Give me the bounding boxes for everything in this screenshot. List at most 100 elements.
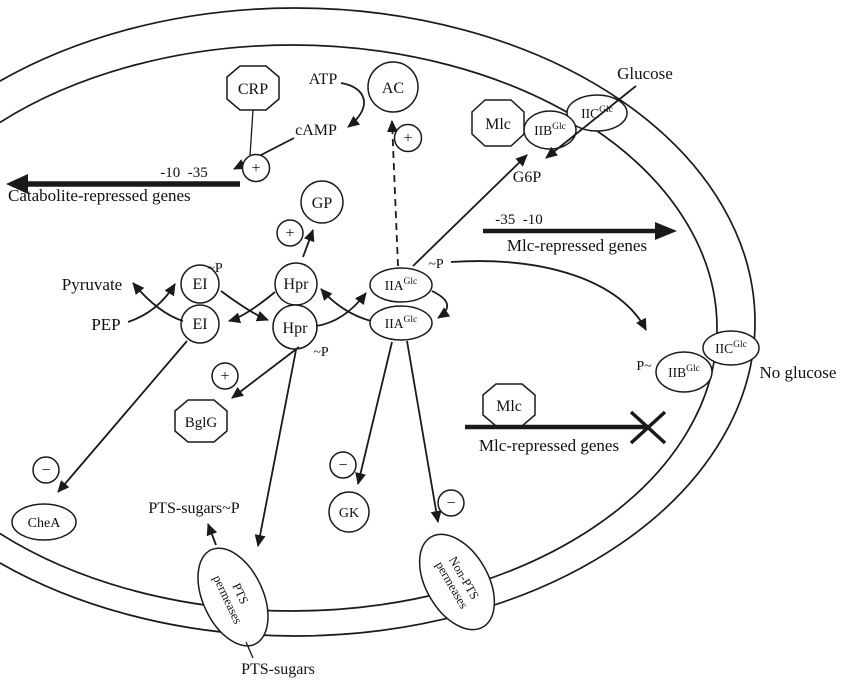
iia-bottom-sup: Glc bbox=[404, 315, 418, 325]
node-gp-label: GP bbox=[312, 195, 333, 212]
iib-right-base: IIB bbox=[668, 365, 686, 380]
plus-circle bbox=[276, 219, 304, 247]
node-iib-glc-top-label: IIBGlc bbox=[534, 122, 566, 138]
minus-sign: − bbox=[338, 457, 347, 474]
plus-sign: + bbox=[285, 225, 294, 242]
node-mlc-bottom-label: Mlc bbox=[496, 398, 522, 415]
label-pyruvate: Pyruvate bbox=[62, 275, 122, 294]
arc-iia-to-hpr bbox=[320, 288, 372, 322]
arrow-ei-to-chea bbox=[57, 340, 188, 493]
node-bglg-label: BglG bbox=[185, 415, 218, 431]
node-hpr-phospho-label: Hpr bbox=[283, 320, 309, 337]
label-atp: ATP bbox=[309, 71, 338, 88]
catabolite-promoter-boxes: -10 -35 bbox=[160, 165, 208, 181]
pts-permeases-ellipse bbox=[197, 547, 269, 647]
minus-badge-non-pts: − bbox=[437, 489, 465, 517]
transporter-pts-permeases: PTS permeases bbox=[197, 547, 269, 647]
transporter-non-pts-permeases: Non-PTS permeases bbox=[418, 533, 496, 631]
iib-right-sup: Glc bbox=[686, 364, 700, 374]
minus-circle bbox=[32, 456, 60, 484]
plus-badge-promoter: + bbox=[241, 153, 271, 183]
node-iia-ellipse bbox=[369, 305, 433, 341]
non-pts-permeases-ellipse bbox=[418, 533, 496, 631]
iic-right-base: IIC bbox=[715, 341, 733, 356]
arc-ei-to-hpr bbox=[220, 290, 269, 322]
plus-sign: + bbox=[220, 368, 229, 385]
iib-top-base: IIB bbox=[534, 123, 552, 138]
node-ac-circle bbox=[367, 61, 419, 113]
arrow-hpr-to-bglg bbox=[231, 346, 300, 399]
node-iib-glc-right-label: IIBGlc bbox=[668, 364, 700, 380]
node-iib-glc-right-ellipse bbox=[655, 351, 713, 393]
arrow-iia-to-gk bbox=[355, 341, 393, 485]
minus-badge-chea: − bbox=[32, 456, 60, 484]
label-camp: cAMP bbox=[295, 122, 337, 139]
minus-circle bbox=[437, 489, 465, 517]
node-iia-phospho-ellipse bbox=[369, 267, 433, 303]
repression-x-mark-2 bbox=[629, 410, 667, 445]
arrow-glucose-to-g6p bbox=[545, 85, 637, 159]
node-ac-label: AC bbox=[382, 80, 404, 97]
node-ei-phospho-label: EI bbox=[192, 276, 207, 293]
minus-circle bbox=[329, 451, 357, 479]
catabolite-promoter-genes: Catabolite-repressed genes bbox=[8, 186, 191, 205]
iia-bottom-base: IIA bbox=[385, 316, 404, 331]
node-mlc-top-label: Mlc bbox=[485, 116, 511, 133]
label-hpr-phospho: ~P bbox=[313, 345, 329, 360]
label-pep: PEP bbox=[91, 315, 120, 334]
label-iia-phospho: ~P bbox=[428, 257, 444, 272]
node-hpr-label: Hpr bbox=[284, 276, 310, 293]
plus-circle bbox=[393, 123, 423, 153]
arrow-iia-phospho-to-iib-noglucose bbox=[450, 260, 647, 331]
mlc-active-promoter-genes: Mlc-repressed genes bbox=[507, 236, 647, 255]
node-ei-phospho-circle bbox=[180, 264, 220, 304]
line-crp-stem bbox=[249, 109, 254, 157]
catabolite-promoter-arrowhead bbox=[6, 174, 28, 194]
arc-pep-to-ei bbox=[127, 283, 176, 323]
node-iia-label: IIAGlc bbox=[385, 315, 417, 331]
node-mlc-bottom-octagon bbox=[482, 383, 536, 427]
node-chea-ellipse bbox=[11, 503, 77, 541]
inner-membrane-ellipse bbox=[0, 44, 718, 612]
label-ei-phospho: ~P bbox=[207, 261, 223, 276]
line-pts-sugars-stub bbox=[245, 641, 254, 659]
arrow-iia-to-non-pts-permeases bbox=[406, 340, 442, 523]
label-pts-sugars-phospho: PTS-sugars~P bbox=[148, 500, 239, 517]
arrow-atp-to-camp bbox=[340, 82, 365, 128]
label-no-glucose: No glucose bbox=[760, 363, 837, 382]
arrow-iia-to-iib-glucose bbox=[412, 154, 528, 267]
node-chea-label: CheA bbox=[28, 516, 62, 531]
node-iia-phospho-label: IIAGlc bbox=[385, 277, 417, 293]
node-ei-label: EI bbox=[192, 316, 207, 333]
outer-membrane-ellipse bbox=[0, 7, 756, 637]
label-glucose: Glucose bbox=[617, 64, 673, 83]
arrow-hpr-to-pts-permeases bbox=[254, 349, 297, 547]
node-iic-glc-right-label: IICGlc bbox=[715, 340, 747, 356]
iic-right-sup: Glc bbox=[733, 340, 747, 350]
node-iic-glc-top-ellipse bbox=[566, 94, 628, 132]
plus-sign: + bbox=[403, 130, 412, 147]
plus-circle bbox=[211, 362, 239, 390]
node-gp-circle bbox=[300, 180, 344, 224]
arc-hpr-to-iia bbox=[315, 292, 367, 327]
arrow-iia-to-ac bbox=[386, 120, 399, 267]
iic-top-base: IIC bbox=[581, 106, 599, 121]
node-iic-glc-right-ellipse bbox=[702, 330, 760, 366]
node-crp-octagon bbox=[226, 65, 280, 111]
node-crp-label: CRP bbox=[238, 81, 268, 98]
arc-ei-to-pyruvate bbox=[132, 282, 184, 322]
node-bglg-octagon bbox=[174, 399, 228, 443]
node-gk-label: GK bbox=[339, 506, 359, 521]
label-p-prefix: P~ bbox=[636, 359, 652, 374]
mlc-active-promoter-boxes: -35 -10 bbox=[495, 212, 543, 228]
mlc-repressed-promoter-genes: Mlc-repressed genes bbox=[479, 436, 619, 455]
node-mlc-top-octagon bbox=[471, 99, 525, 147]
plus-badge-gp: + bbox=[276, 219, 304, 247]
arc-hpr-to-ei bbox=[228, 291, 276, 324]
plus-sign: + bbox=[251, 160, 260, 177]
minus-sign: − bbox=[41, 462, 50, 479]
label-g6p: G6P bbox=[513, 169, 542, 186]
plus-badge-ac: + bbox=[393, 123, 423, 153]
